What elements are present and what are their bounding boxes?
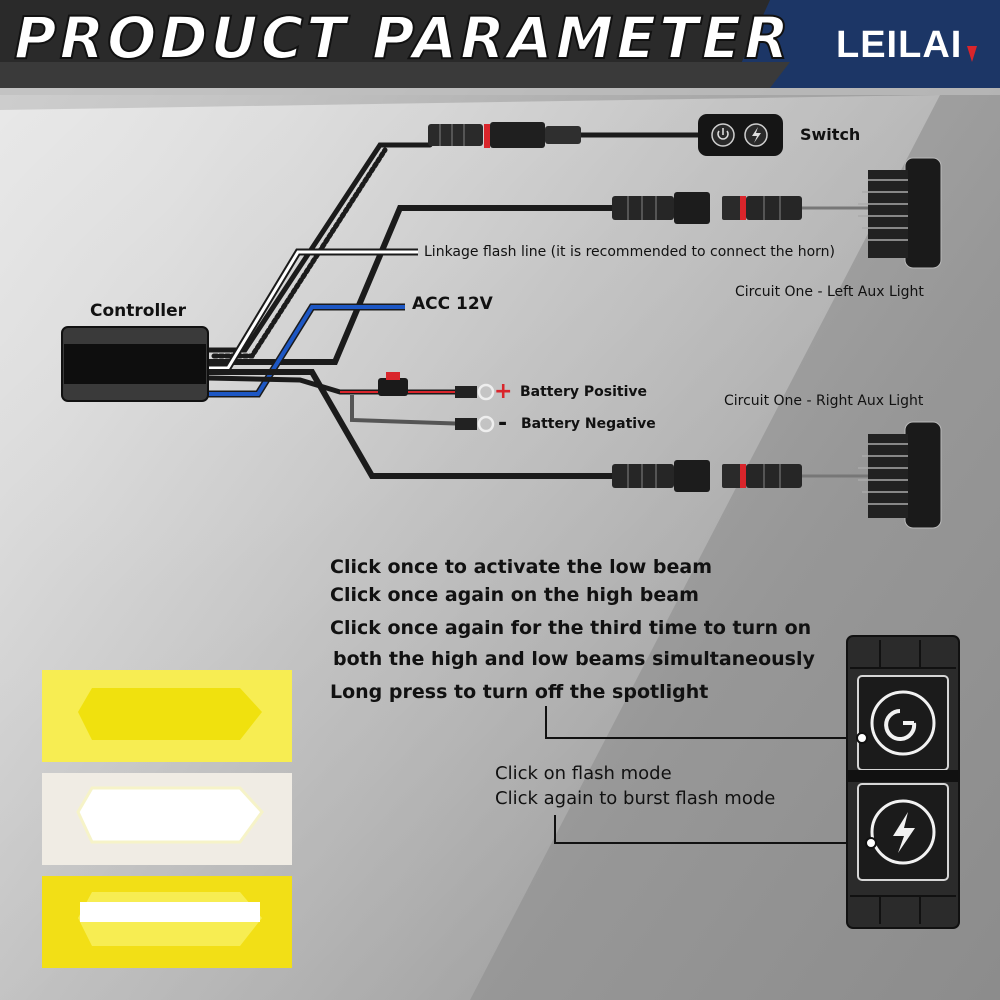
flash-instruction-2: Click again to burst flash mode (495, 788, 776, 809)
power-instruction-1: Click once to activate the low beam (330, 556, 712, 578)
callout-lines (545, 706, 868, 844)
beam-swatch-high (42, 773, 292, 865)
battery-positive-label: Battery Positive (520, 384, 648, 400)
acc-label: ACC 12V (412, 294, 493, 314)
switch-device (698, 114, 783, 156)
battery-negative-label: Battery Negative (521, 416, 656, 432)
logo-red-mark-icon (967, 46, 977, 62)
power-instruction-4: both the high and low beams simultaneous… (333, 648, 815, 670)
switch-label: Switch (800, 125, 861, 144)
left-light-connector (612, 192, 802, 224)
minus-sign: - (498, 411, 508, 436)
flash-instruction-1: Click on flash mode (495, 763, 672, 784)
acc-wire (208, 303, 405, 398)
power-instruction-2: Click once again on the high beam (330, 584, 699, 606)
switch-panel-closeup (846, 635, 960, 929)
right-aux-light (858, 421, 942, 529)
left-aux-light-label: Circuit One - Left Aux Light (735, 284, 924, 300)
switch-connector (428, 122, 581, 148)
beam-swatch-combined (42, 876, 292, 968)
switch-wire (205, 132, 703, 359)
linkage-wire (208, 248, 418, 372)
controller-label: Controller (90, 301, 187, 321)
left-light-wire (208, 205, 880, 365)
fuse-holder (378, 372, 408, 396)
linkage-flash-label: Linkage flash line (it is recommended to… (424, 244, 836, 260)
battery-terminals (455, 383, 495, 433)
power-instruction-3: Click once again for the third time to t… (330, 617, 812, 639)
beam-swatch-low (42, 670, 292, 762)
left-aux-light (858, 157, 942, 269)
brand-logo: LEILAI (836, 24, 963, 66)
controller-box (61, 326, 209, 402)
plus-sign: + (494, 379, 513, 404)
header-band (0, 0, 1000, 95)
page-title: PRODUCT PARAMETER (13, 3, 792, 73)
power-instruction-5: Long press to turn off the spotlight (330, 681, 709, 703)
right-light-wire (208, 369, 880, 479)
right-aux-light-label: Circuit One - Right Aux Light (724, 393, 924, 409)
right-light-connector (612, 460, 802, 492)
